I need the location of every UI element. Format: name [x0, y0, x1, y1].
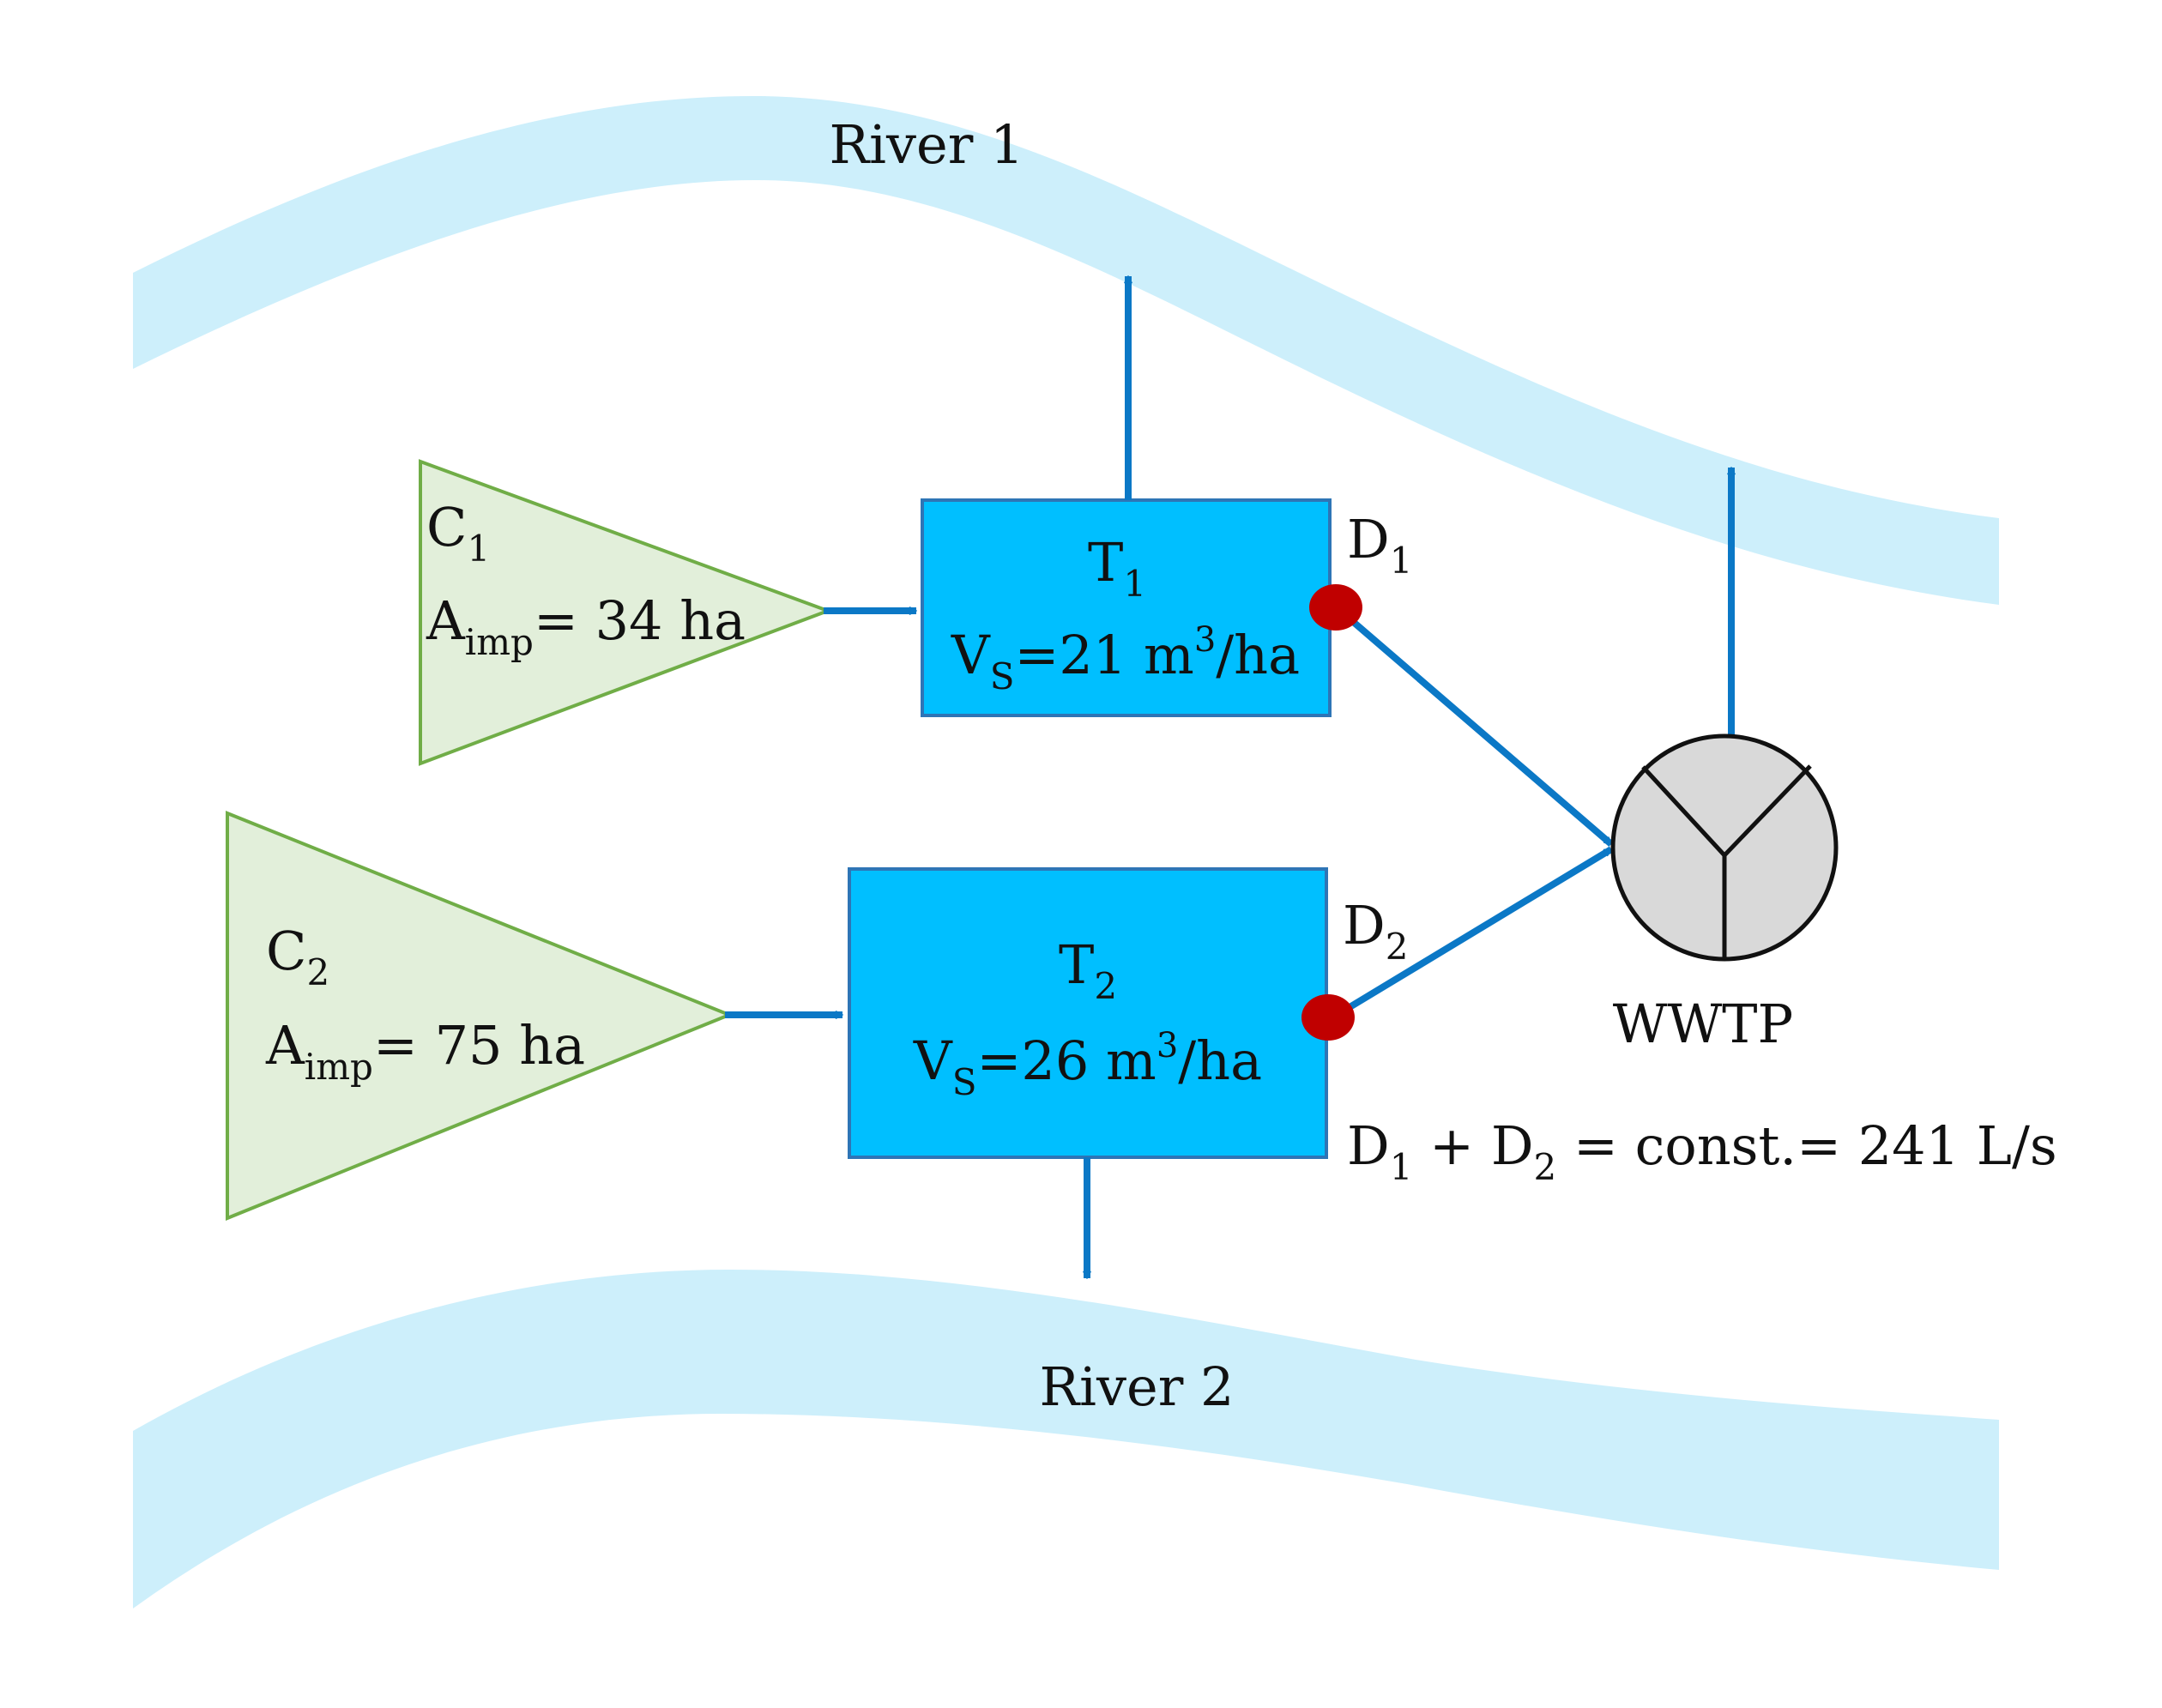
arrow-d2-to-wwtp: [1327, 846, 1614, 1023]
tank-t1-box: [921, 498, 1332, 717]
diverter-d2-label: D2: [1343, 894, 1408, 968]
tank-t2-box: [848, 867, 1328, 1159]
diverter-d1-dot: [1309, 584, 1362, 631]
catchment-c2-triangle: [226, 811, 734, 1221]
tank-t2-name: T2: [1059, 933, 1117, 1007]
river-1-label: River 1: [829, 113, 1024, 176]
river-1-band: [133, 95, 1999, 605]
catchment-c1-area: Aimp= 34 ha: [426, 589, 746, 663]
wwtp-icon: [1610, 733, 1839, 962]
arrow-d1-to-wwtp: [1336, 606, 1614, 848]
river-2-band: [133, 1270, 1999, 1608]
catchment-c2-area: Aimp= 75 ha: [265, 1014, 585, 1088]
tank-t1-name: T1: [1088, 531, 1146, 605]
diverter-d2-dot: [1301, 994, 1355, 1041]
river-2-label: River 2: [1039, 1355, 1234, 1418]
catchment-c2-name: C2: [266, 920, 329, 993]
wwtp-label: WWTP: [1613, 993, 1794, 1055]
diverter-d1-label: D1: [1347, 508, 1412, 582]
flow-constraint-equation: D1 + D2 = const.= 241 L/s: [1347, 1114, 2057, 1188]
catchment-c1-triangle: [419, 459, 833, 766]
tank-t1-volume: VS=21 m3/ha: [951, 620, 1300, 697]
tank-t2-volume: VS=26 m3/ha: [913, 1026, 1262, 1103]
catchment-c1-name: C1: [426, 496, 490, 570]
